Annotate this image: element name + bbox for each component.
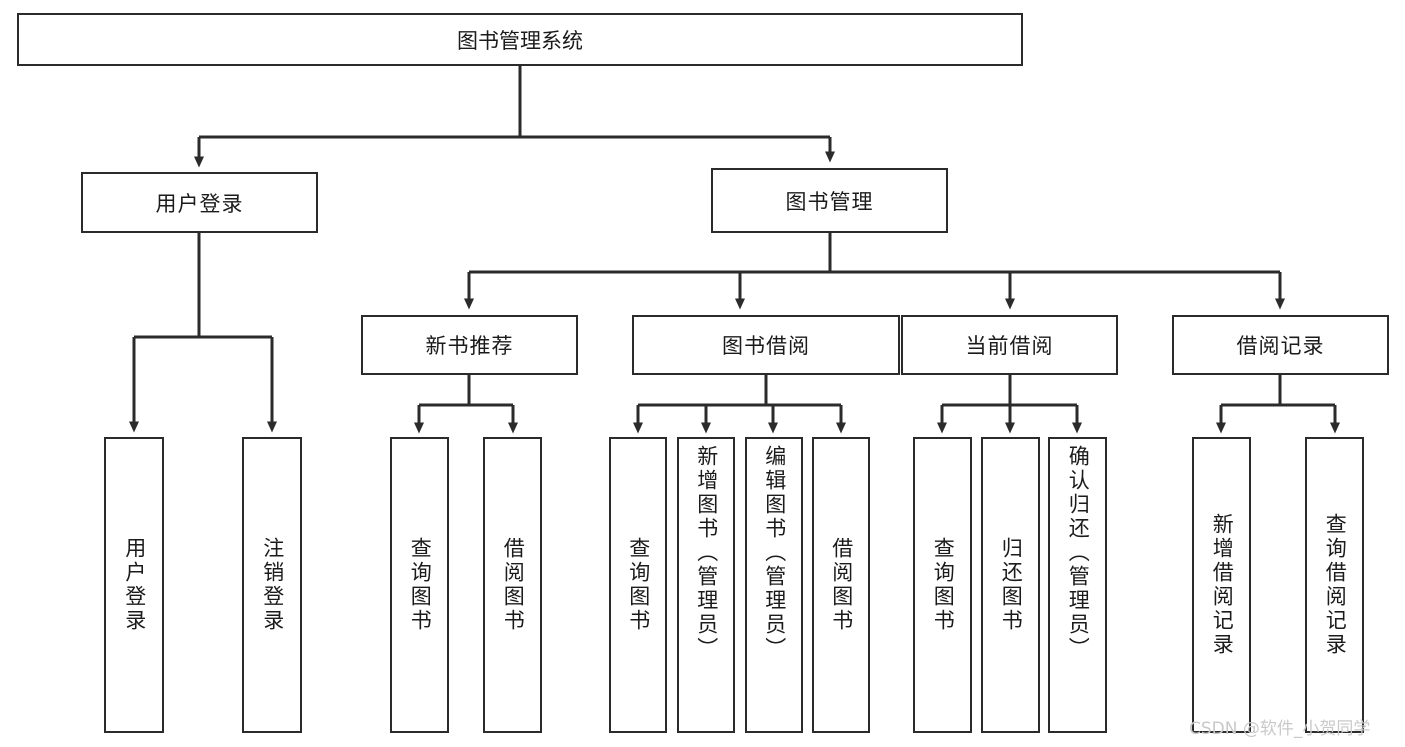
- node-current-borrow[interactable]: 当前借阅: [901, 315, 1118, 375]
- node-book-management[interactable]: 图书管理: [711, 168, 948, 233]
- node-label: 借阅记录: [1236, 334, 1325, 358]
- node-book-borrow[interactable]: 图书借阅: [632, 315, 900, 375]
- node-label: 图书借阅: [722, 334, 810, 358]
- leaf-user-logout[interactable]: 注销登录: [242, 437, 302, 733]
- leaf-query-borrow-record[interactable]: 查询借阅记录: [1305, 437, 1364, 733]
- node-label: 图书管理系统: [457, 28, 583, 53]
- leaf-label: 查询借阅记录: [1323, 513, 1348, 657]
- leaf-query-book-borrow[interactable]: 查询图书: [609, 437, 667, 733]
- leaf-add-borrow-record[interactable]: 新增借阅记录: [1192, 437, 1251, 733]
- node-user-login[interactable]: 用户登录: [81, 172, 318, 233]
- leaf-label: 查询图书: [931, 537, 956, 633]
- leaf-query-book-current[interactable]: 查询图书: [913, 437, 972, 733]
- leaf-confirm-return-admin[interactable]: 确认归还（管理员）: [1048, 437, 1107, 733]
- leaf-label: 查询图书: [626, 537, 651, 633]
- leaf-label: 编辑图书（管理员）: [762, 445, 787, 661]
- leaf-label: 注销登录: [260, 537, 285, 633]
- node-label: 用户登录: [155, 191, 244, 216]
- leaf-label: 用户登录: [122, 537, 147, 633]
- node-root-system[interactable]: 图书管理系统: [17, 13, 1023, 66]
- leaf-query-book-recommend[interactable]: 查询图书: [390, 437, 449, 733]
- leaf-user-login[interactable]: 用户登录: [104, 437, 164, 733]
- leaf-return-book[interactable]: 归还图书: [981, 437, 1040, 733]
- leaf-label: 查询图书: [408, 537, 433, 633]
- leaf-label: 归还图书: [999, 537, 1024, 633]
- leaf-label: 新增借阅记录: [1210, 513, 1235, 657]
- leaf-label: 借阅图书: [501, 537, 526, 633]
- leaf-borrow-book[interactable]: 借阅图书: [812, 437, 870, 733]
- watermark: CSDN @软件_小贺同学: [1189, 719, 1371, 739]
- node-label: 新书推荐: [425, 334, 514, 358]
- leaf-label: 确认归还（管理员）: [1066, 445, 1091, 661]
- node-new-book-recommend[interactable]: 新书推荐: [361, 315, 578, 375]
- leaf-label: 借阅图书: [829, 537, 854, 633]
- leaf-borrow-book-recommend[interactable]: 借阅图书: [483, 437, 542, 733]
- leaf-add-book-admin[interactable]: 新增图书（管理员）: [677, 437, 735, 733]
- node-label: 当前借阅: [965, 334, 1054, 358]
- leaf-label: 新增图书（管理员）: [694, 445, 719, 661]
- node-label: 图书管理: [785, 189, 874, 214]
- leaf-edit-book-admin[interactable]: 编辑图书（管理员）: [745, 437, 803, 733]
- node-borrow-record[interactable]: 借阅记录: [1172, 315, 1389, 375]
